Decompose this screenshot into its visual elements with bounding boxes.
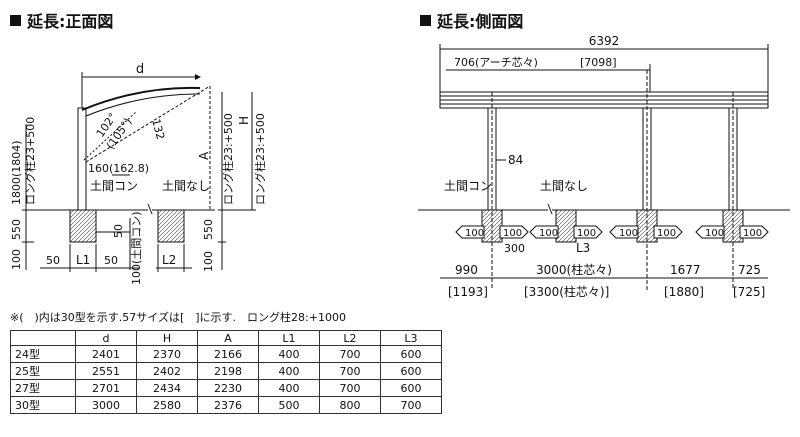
- side-100-h: 100: [743, 228, 762, 239]
- table-cell: 700: [380, 396, 442, 414]
- table-header-cell: L2: [319, 330, 381, 346]
- side-100-d: 100: [577, 228, 596, 239]
- side-view-drawing: [418, 44, 790, 290]
- side-6392-label: 6392: [589, 34, 620, 48]
- table-cell: 2701: [75, 379, 137, 397]
- front-A-label: A: [197, 151, 211, 160]
- front-550-left: 550: [10, 219, 23, 240]
- table-row: 24型 2401 2370 2166 400 700 600: [10, 345, 442, 363]
- table-cell: 27型: [10, 379, 76, 397]
- table-cell: 30型: [10, 396, 76, 414]
- table-cell: 700: [319, 362, 381, 380]
- front-left-long-label: ロング柱23+500: [23, 117, 37, 205]
- table-row: 27型 2701 2434 2230 400 700 600: [10, 379, 442, 397]
- table-row: 30型 3000 2580 2376 500 800 700: [10, 396, 442, 414]
- front-long-A-label: ロング柱23:+500: [221, 113, 235, 205]
- side-300-label: 300: [504, 242, 525, 255]
- table-header-cell: L1: [258, 330, 320, 346]
- side-L3-label: L3: [576, 241, 590, 255]
- table-header-cell: L3: [380, 330, 442, 346]
- table-cell: 600: [380, 362, 442, 380]
- front-50-inner: 50: [112, 224, 125, 238]
- table-cell: 400: [258, 345, 320, 363]
- front-doma-con-label: 土間コン: [90, 179, 138, 193]
- front-doma-nashi-label: 土間なし: [162, 179, 210, 193]
- side-100-a: 100: [465, 228, 484, 239]
- table-cell: 2370: [136, 345, 198, 363]
- table-row: 25型 2551 2402 2198 400 700 600: [10, 362, 442, 380]
- front-100-con-label: 100(土間コン): [130, 211, 143, 285]
- table-cell: 2580: [136, 396, 198, 414]
- side-990-label: 990: [455, 263, 478, 277]
- table-cell: 500: [258, 396, 320, 414]
- side-doma-con-label: 土間コン: [444, 179, 492, 193]
- table-cell: 2402: [136, 362, 198, 380]
- table-cell: 2401: [75, 345, 137, 363]
- front-L2-label: L2: [162, 253, 176, 267]
- table-cell: 600: [380, 379, 442, 397]
- side-view-title-text: 延長:側面図: [437, 12, 524, 31]
- front-132-label: 132: [149, 117, 167, 141]
- side-100-g: 100: [705, 228, 724, 239]
- side-1677-alt-label: [1880]: [664, 285, 704, 299]
- table-cell: 700: [319, 379, 381, 397]
- size-note: ※( )内は30型を示す.57サイズは[ ]に示す. ロング柱28:+1000: [10, 311, 346, 324]
- side-100-b: 100: [503, 228, 522, 239]
- table-cell: 3000: [75, 396, 137, 414]
- front-H-label: H: [237, 116, 251, 125]
- side-arch-alt-label: [7098]: [580, 56, 617, 69]
- front-d-label: d: [136, 62, 144, 77]
- front-long-H-label: ロング柱23:+500: [253, 113, 267, 205]
- side-84-label: 84: [508, 153, 523, 167]
- table-cell: 700: [319, 345, 381, 363]
- front-50-bottom-left: 50: [46, 254, 60, 267]
- table-cell: 2230: [197, 379, 259, 397]
- side-doma-nashi-label: 土間なし: [540, 179, 588, 193]
- side-100-markers: [455, 225, 769, 239]
- table-header-cell: H: [136, 330, 198, 346]
- table-cell: 400: [258, 362, 320, 380]
- table-cell: 2198: [197, 362, 259, 380]
- table-header-cell: [10, 330, 76, 346]
- side-725-alt-label: [725]: [733, 285, 765, 299]
- table-cell: 24型: [10, 345, 76, 363]
- front-view-title-text: 延長:正面図: [27, 12, 114, 31]
- table-cell: 800: [319, 396, 381, 414]
- table-cell: 2166: [197, 345, 259, 363]
- front-550-right: 550: [202, 219, 215, 240]
- side-100-f: 100: [657, 228, 676, 239]
- table-header-cell: d: [75, 330, 137, 346]
- spec-table: d H A L1 L2 L3 24型 2401 2370 2166 400 70…: [10, 330, 442, 414]
- front-L1-label: L1: [76, 253, 90, 267]
- square-bullet-icon: [420, 14, 431, 26]
- side-990-alt-label: [1193]: [448, 285, 488, 299]
- table-cell: 2376: [197, 396, 259, 414]
- front-view-drawing: [22, 72, 256, 272]
- front-left-height-label: 1800(1804): [10, 140, 23, 205]
- side-1677-label: 1677: [670, 263, 701, 277]
- table-cell: 2551: [75, 362, 137, 380]
- square-bullet-icon: [10, 14, 21, 26]
- side-3000-label: 3000(柱芯々): [536, 262, 612, 277]
- side-100-e: 100: [619, 228, 638, 239]
- front-160-label: 160(162.8): [88, 162, 149, 175]
- table-cell: 400: [258, 379, 320, 397]
- front-100-left: 100: [10, 249, 23, 270]
- side-725-label: 725: [738, 263, 761, 277]
- table-cell: 600: [380, 345, 442, 363]
- table-header-cell: A: [197, 330, 259, 346]
- table-cell: 2434: [136, 379, 198, 397]
- front-100-right: 100: [202, 251, 215, 272]
- table-cell: 25型: [10, 362, 76, 380]
- front-50-bottom-right: 50: [104, 254, 118, 267]
- side-view-title: 延長:側面図: [420, 8, 523, 32]
- side-3000-alt-label: [3300(柱芯々)]: [524, 284, 609, 299]
- side-arch-label: 706(アーチ芯々): [454, 55, 538, 69]
- side-100-c: 100: [539, 228, 558, 239]
- front-view-title: 延長:正面図: [10, 8, 113, 32]
- table-header-row: d H A L1 L2 L3: [10, 330, 442, 346]
